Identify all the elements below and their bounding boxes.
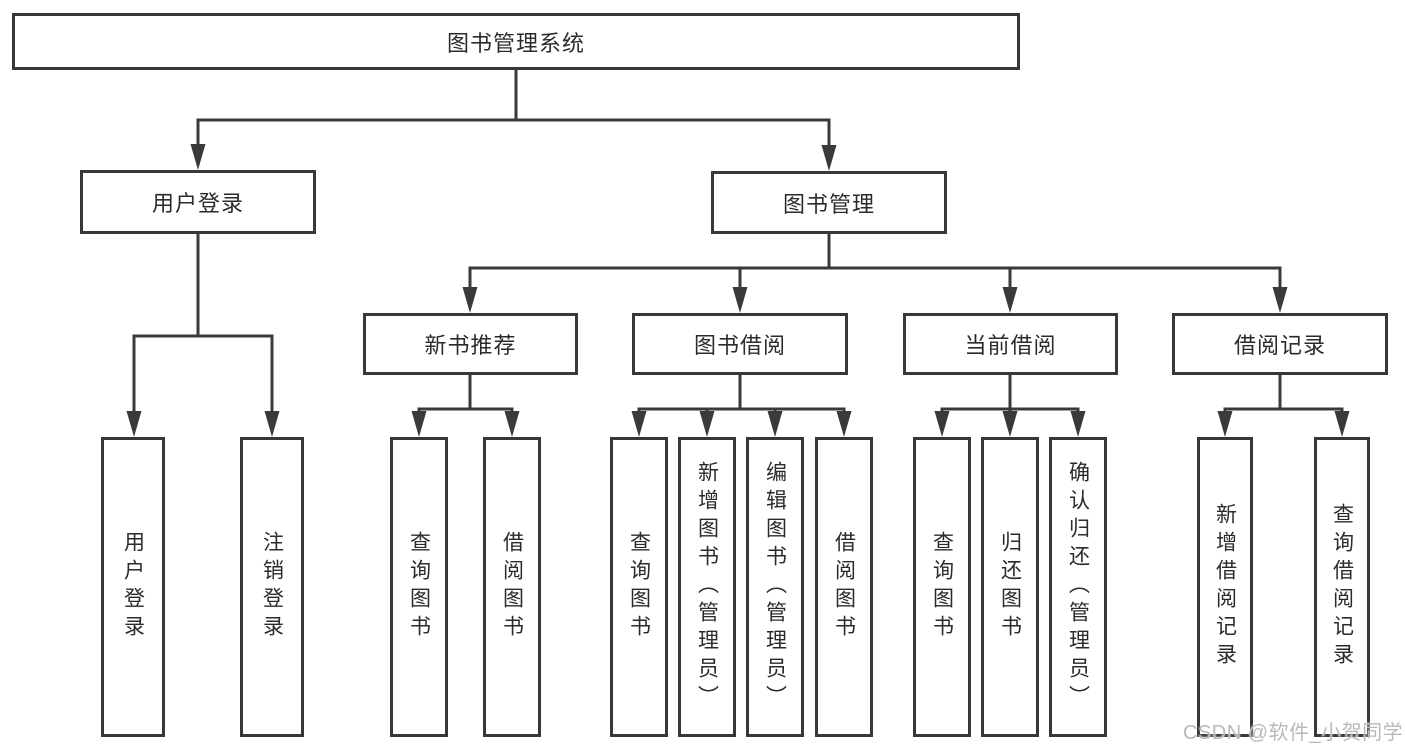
node-user-login: 用户登录 (80, 170, 316, 234)
connector-book-borrowing-to-leaves (631, 375, 852, 437)
leaf-logout: 注销登录 (240, 437, 304, 737)
leaf-query-books-borrowing: 查询图书 (610, 437, 668, 737)
leaf-borrow-books-borrowing: 借阅图书 (815, 437, 873, 737)
leaf-add-borrow-record: 新增借阅记录 (1197, 437, 1253, 737)
connector-current-borrowing-to-leaves (934, 375, 1086, 437)
leaf-query-books-recommend: 查询图书 (390, 437, 448, 737)
leaf-user-login: 用户登录 (101, 437, 165, 737)
leaf-add-books-admin: 新增图书（管理员） (678, 437, 736, 737)
node-current-borrowing: 当前借阅 (903, 313, 1118, 375)
leaf-return-books: 归还图书 (981, 437, 1039, 737)
node-book-borrowing: 图书借阅 (632, 313, 848, 375)
leaf-query-borrow-record: 查询借阅记录 (1314, 437, 1370, 737)
leaf-query-books-current: 查询图书 (913, 437, 971, 737)
csdn-watermark: CSDN @软件_小贺同学 (1183, 722, 1404, 744)
leaf-confirm-return-admin: 确认归还（管理员） (1049, 437, 1107, 737)
connector-new-book-recommend-to-leaves (411, 375, 520, 437)
leaf-edit-books-admin: 编辑图书（管理员） (746, 437, 804, 737)
node-new-book-recommend: 新书推荐 (363, 313, 578, 375)
node-root-system: 图书管理系统 (12, 13, 1020, 70)
connector-root-to-level2 (190, 70, 837, 171)
leaf-borrow-books-recommend: 借阅图书 (483, 437, 541, 737)
connector-user-login-to-leaves (126, 234, 280, 437)
node-borrow-records: 借阅记录 (1172, 313, 1388, 375)
connector-borrow-records-to-leaves (1217, 375, 1350, 437)
connector-book-management-to-level3 (462, 234, 1288, 313)
node-book-management: 图书管理 (711, 171, 947, 234)
